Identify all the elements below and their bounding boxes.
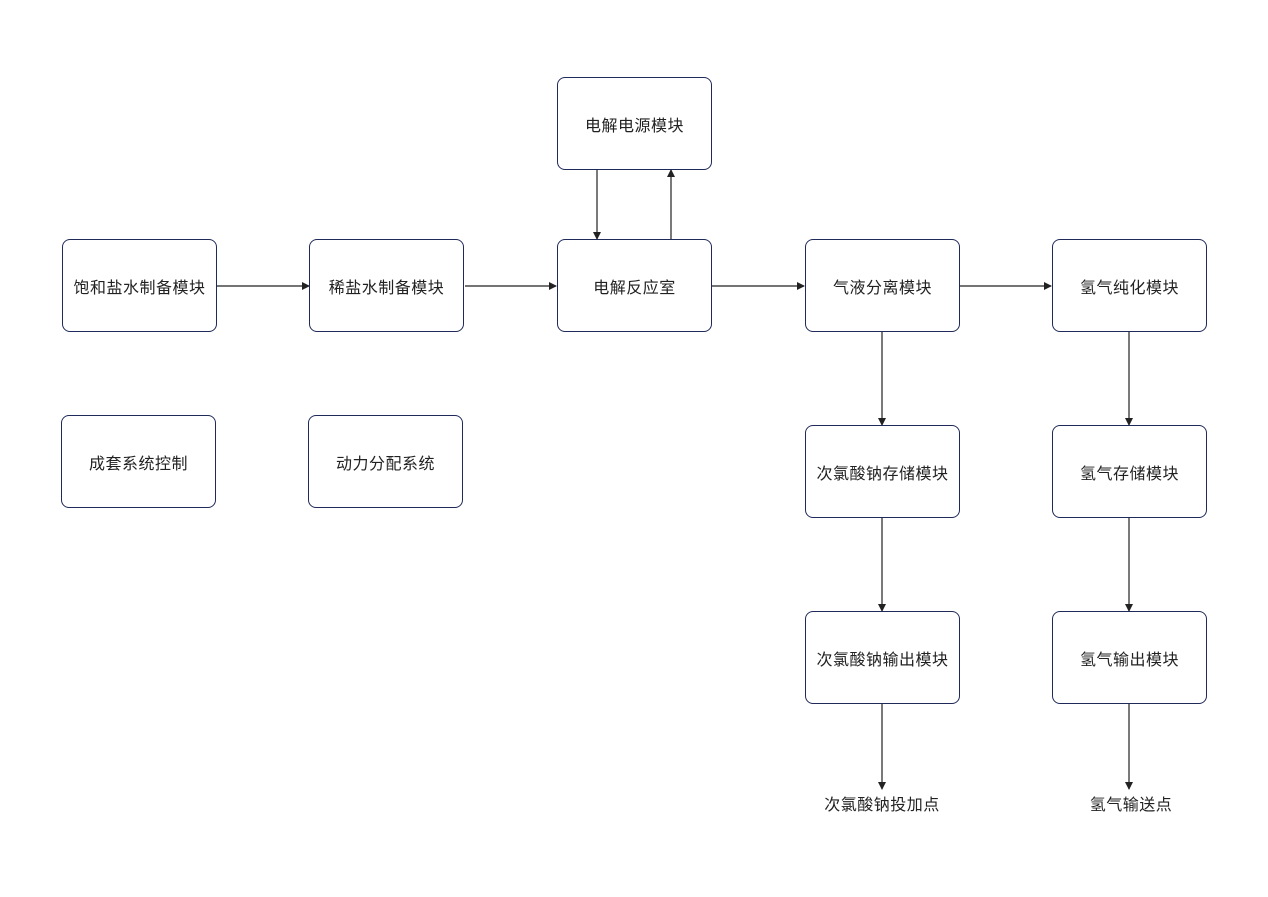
node-saturated-brine: 饱和盐水制备模块 [62, 239, 217, 332]
node-power-module-label: 电解电源模块 [584, 115, 684, 135]
node-hydrogen-storage-label: 氢气存储模块 [1079, 463, 1179, 483]
node-power-distribution-label: 动力分配系统 [335, 453, 435, 473]
node-gas-liquid-separation-label: 气液分离模块 [832, 277, 932, 297]
node-electrolysis-chamber-label: 电解反应室 [593, 277, 676, 297]
endpoint-naclo-dosing: 次氯酸钠投加点 [802, 791, 962, 815]
endpoint-hydrogen-delivery-label: 氢气输送点 [1089, 795, 1173, 814]
node-hydrogen-storage: 氢气存储模块 [1052, 425, 1207, 518]
node-hydrogen-purify: 氢气纯化模块 [1052, 239, 1207, 332]
node-naclo-storage: 次氯酸钠存储模块 [805, 425, 960, 518]
node-saturated-brine-label: 饱和盐水制备模块 [73, 277, 206, 297]
node-naclo-output-label: 次氯酸钠输出模块 [816, 649, 949, 669]
node-power-module: 电解电源模块 [557, 77, 712, 170]
node-hydrogen-purify-label: 氢气纯化模块 [1079, 277, 1179, 297]
node-dilute-brine-label: 稀盐水制备模块 [328, 277, 445, 297]
node-gas-liquid-separation: 气液分离模块 [805, 239, 960, 332]
node-electrolysis-chamber: 电解反应室 [557, 239, 712, 332]
node-hydrogen-output: 氢气输出模块 [1052, 611, 1207, 704]
node-system-control-label: 成套系统控制 [88, 453, 188, 473]
node-power-distribution: 动力分配系统 [308, 415, 463, 508]
node-naclo-storage-label: 次氯酸钠存储模块 [816, 463, 949, 483]
node-hydrogen-output-label: 氢气输出模块 [1079, 649, 1179, 669]
node-dilute-brine: 稀盐水制备模块 [309, 239, 464, 332]
node-system-control: 成套系统控制 [61, 415, 216, 508]
node-naclo-output: 次氯酸钠输出模块 [805, 611, 960, 704]
endpoint-naclo-dosing-label: 次氯酸钠投加点 [824, 795, 940, 814]
endpoint-hydrogen-delivery: 氢气输送点 [1051, 791, 1211, 815]
